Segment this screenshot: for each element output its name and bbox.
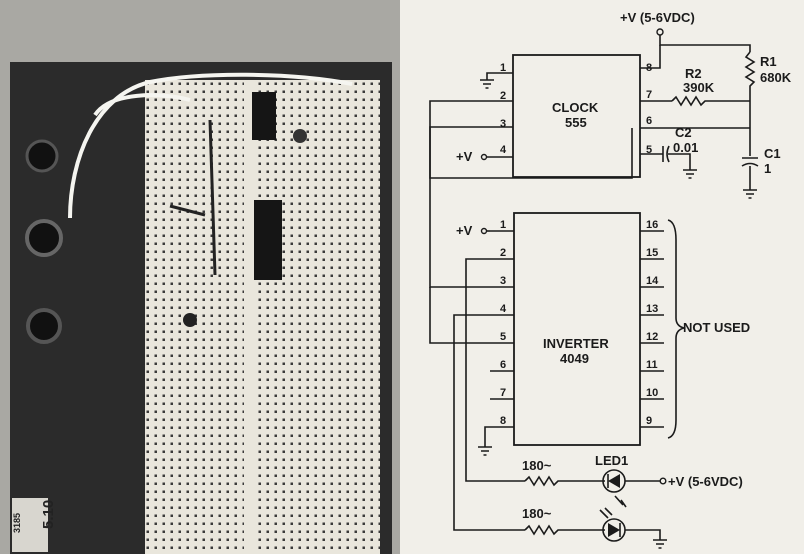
price-sticker: [12, 498, 48, 552]
ground-symbol: [653, 539, 667, 549]
resistor-led1: [524, 475, 605, 487]
wire-pin1: [486, 72, 513, 80]
inverter-pin-4: 4: [500, 303, 507, 315]
resistor-r2: [671, 95, 750, 107]
schematic: +V (5-6VDC) R1 680K CLOCK 555 1 2 3 4 8 …: [429, 10, 792, 549]
not-used-brace: [667, 219, 685, 439]
inverter-pin-10: 10: [646, 387, 658, 399]
clock-pin-2: 2: [500, 90, 506, 102]
chip-4049: [254, 200, 282, 280]
clock-pin-7: 7: [646, 89, 652, 101]
clock-pin-4: 4: [500, 144, 507, 156]
not-used-label: NOT USED: [683, 320, 750, 335]
c1-value: 1: [764, 161, 771, 176]
inverter-pin-3: 3: [500, 275, 506, 287]
vplus-terminal: [480, 153, 488, 161]
inverter-part: 4049: [560, 351, 589, 366]
center-channel: [244, 80, 254, 554]
r1-ref: R1: [760, 54, 777, 69]
clock-pin-6: 6: [646, 115, 652, 127]
inverter-pin-14: 14: [646, 275, 659, 287]
ground-symbol: [478, 446, 492, 456]
wire-pin2: [429, 100, 633, 179]
wire-c2-gnd: [668, 153, 691, 170]
binding-post: [25, 139, 59, 173]
clock-pin-8: 8: [646, 62, 652, 74]
led1-arrows: [614, 495, 627, 508]
c2-value: 0.01: [673, 140, 698, 155]
clock-555-box: [512, 54, 641, 178]
supply-terminal: [656, 28, 664, 36]
jumper-wire: [169, 204, 206, 217]
clock-name: CLOCK: [552, 100, 599, 115]
inverter-4049-box: [513, 212, 641, 446]
clock-vplus-label: +V: [456, 149, 473, 164]
wire-out-led1: [465, 258, 525, 482]
supply-label-led: +V (5-6VDC): [668, 474, 743, 489]
wire-inv-gnd: [484, 426, 490, 447]
led-supply-terminal: [659, 477, 667, 485]
supply-label-top: +V (5-6VDC): [620, 10, 695, 25]
r2-value: 390K: [683, 80, 715, 95]
sticker-text-1: 3185: [12, 513, 22, 533]
resistor-led2: [524, 524, 605, 536]
inverter-right-pin-stubs: [640, 230, 664, 428]
r2-ref: R2: [685, 66, 702, 81]
breadboard-holes: [145, 80, 380, 554]
inverter-pin-13: 13: [646, 303, 658, 315]
clock-part: 555: [565, 115, 587, 130]
vplus-terminal: [480, 227, 488, 235]
inverter-vplus-label: +V: [456, 223, 473, 238]
binding-post: [26, 308, 62, 344]
capacitor-c2: [662, 145, 670, 163]
clock-pin-3: 3: [500, 118, 506, 130]
inverter-pin-15: 15: [646, 247, 658, 259]
resistor-r1: [744, 51, 756, 101]
wire-led2-gnd: [625, 529, 661, 540]
binding-post: [25, 219, 63, 257]
wire-clock-to-pin5: [429, 287, 490, 344]
jumper-wire: [208, 119, 217, 276]
wire-out-led2: [453, 314, 525, 531]
c1-ref: C1: [764, 146, 781, 161]
white-wire: [68, 72, 353, 219]
wire-supply: [659, 35, 751, 52]
led-photo: [183, 313, 197, 327]
clock-pin-1: 1: [500, 62, 506, 74]
inverter-pin-7: 7: [500, 387, 506, 399]
wire-clock-out: [429, 126, 513, 288]
ground-symbol: [743, 189, 757, 199]
inverter-pin-5: 5: [500, 331, 506, 343]
inverter-left-pin-stubs: [490, 230, 514, 428]
inverter-pin-6: 6: [500, 359, 506, 371]
capacitor-c1: [741, 157, 759, 167]
breadboard-photo: 3185 5.10: [0, 0, 400, 554]
inverter-pin-12: 12: [646, 331, 658, 343]
white-wire: [93, 93, 191, 117]
inverter-pin-11: 11: [646, 359, 658, 371]
r1-value: 680K: [760, 70, 792, 85]
led1-ref: LED1: [595, 453, 628, 468]
capacitor-photo: [293, 129, 307, 143]
inverter-pin-2: 2: [500, 247, 506, 259]
inverter-pin-8: 8: [500, 415, 506, 427]
wire-pin8: [640, 45, 661, 69]
sticker-text-2: 5.10: [40, 500, 57, 529]
ground-symbol: [480, 79, 494, 89]
inverter-pin-9: 9: [646, 415, 652, 427]
inverter-pin-16: 16: [646, 219, 658, 231]
r-led2-value: 180~: [522, 506, 552, 521]
inverter-pin-1: 1: [500, 219, 506, 231]
ground-symbol: [683, 169, 697, 179]
led2-symbol: [608, 523, 620, 537]
inverter-name: INVERTER: [543, 336, 609, 351]
c2-ref: C2: [675, 125, 692, 140]
led2-arrows: [599, 507, 613, 519]
clock-pin-5: 5: [646, 144, 652, 156]
chip-555: [252, 92, 276, 140]
led1-symbol: [608, 474, 620, 488]
r-led1-value: 180~: [522, 458, 552, 473]
